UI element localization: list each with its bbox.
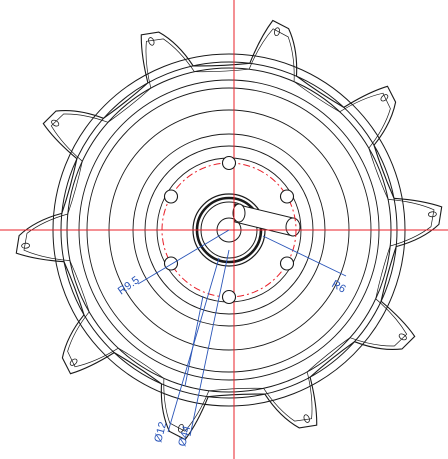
bolt-hole (221, 289, 237, 305)
dia-small-label: Ø12 (152, 421, 169, 444)
tooth-notch (148, 37, 155, 46)
dimension-leader (262, 235, 347, 277)
bolt-hole (163, 189, 179, 204)
pin-head (285, 217, 301, 237)
bolt-hole (279, 256, 295, 271)
r-small-label: R9.5 (116, 274, 142, 297)
tooth-notch (273, 27, 281, 37)
bolt-hole (221, 155, 237, 171)
tooth-notch (177, 423, 185, 433)
tooth-notch (380, 94, 389, 102)
pin-base (232, 203, 246, 223)
r-pin-label: R6 (330, 278, 348, 295)
dimension-leader (184, 295, 204, 387)
bolt-hole (279, 189, 295, 204)
tooth-notch (398, 333, 407, 341)
tooth-notch (51, 119, 60, 127)
bolt-circle (161, 155, 297, 305)
tooth-notch (303, 414, 310, 423)
dia-large-label: Ø44 (176, 425, 193, 448)
bolt-hole (163, 256, 179, 271)
tooth-notch (69, 358, 78, 366)
tooth-notch (428, 211, 437, 218)
dimension-leader (189, 249, 230, 437)
tooth-notch (21, 242, 30, 249)
dimension-leader (137, 229, 230, 285)
dimension-lines (137, 229, 347, 437)
drive-pin (232, 203, 301, 237)
